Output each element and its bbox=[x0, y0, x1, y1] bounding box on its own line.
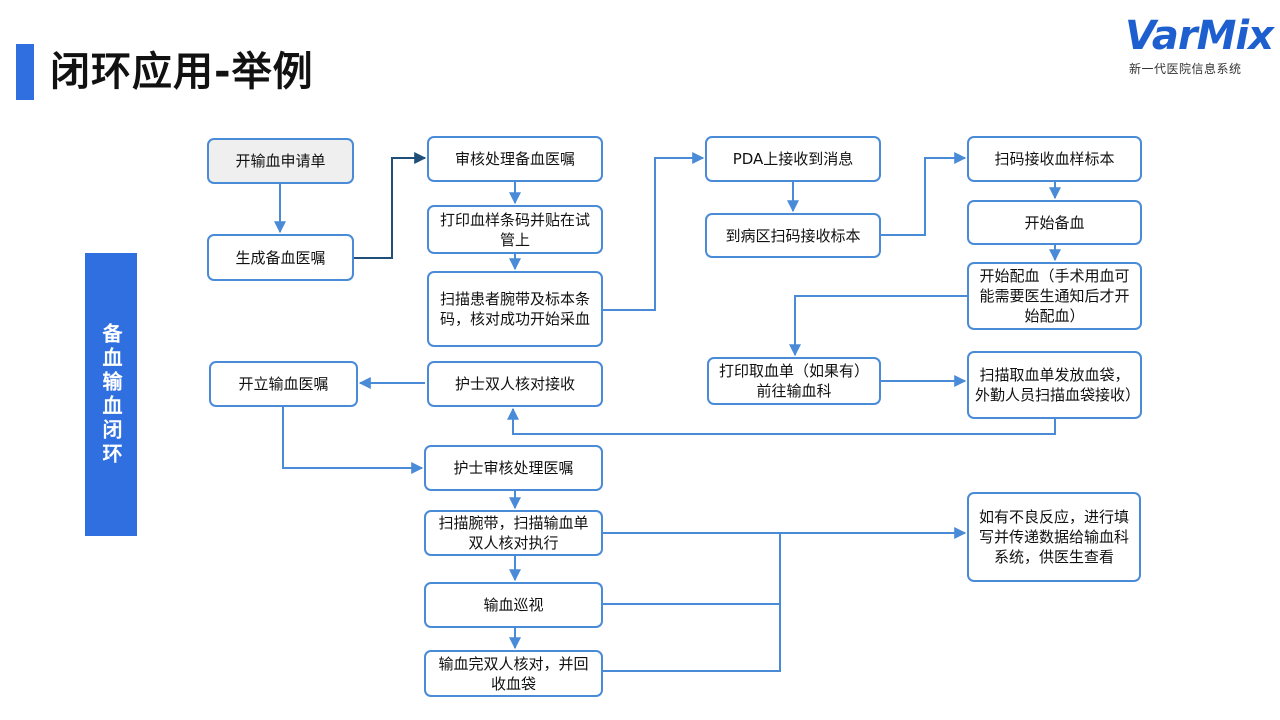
side-label: 备血输血闭环 bbox=[85, 253, 137, 536]
node-patrol: 输血巡视 bbox=[424, 582, 603, 628]
logo-subtitle: 新一代医院信息系统 bbox=[1129, 62, 1242, 76]
node-gen-order: 生成备血医嘱 bbox=[207, 234, 354, 281]
node-start-prep: 开始备血 bbox=[967, 200, 1142, 245]
node-print-barcode: 打印血样条码并贴在试管上 bbox=[427, 205, 603, 254]
title-accent-bar bbox=[16, 44, 34, 100]
node-scan-sample: 扫码接收血样标本 bbox=[967, 136, 1142, 182]
node-scan-execute: 扫描腕带，扫描输血单双人核对执行 bbox=[424, 510, 603, 556]
node-scan-patient: 扫描患者腕带及标本条码，核对成功开始采血 bbox=[427, 271, 603, 347]
node-review-order: 审核处理备血医嘱 bbox=[427, 136, 603, 182]
logo-wordmark: VarMix bbox=[1125, 13, 1274, 59]
arrow-gen-to-review bbox=[354, 152, 427, 259]
arrow-ward-to-scansample bbox=[881, 152, 967, 236]
brand-logo: VarMix 新一代医院信息系统 bbox=[1125, 13, 1274, 77]
node-open-transfusion: 开立输血医嘱 bbox=[209, 361, 358, 407]
node-nurse-double-receive: 护士双人核对接收 bbox=[427, 361, 603, 407]
arrow-scan-to-pda bbox=[603, 152, 705, 311]
node-ward-scan: 到病区扫码接收标本 bbox=[705, 213, 881, 258]
node-complete: 输血完双人核对，并回收血袋 bbox=[424, 650, 603, 697]
arrow-match-to-pickup bbox=[789, 295, 967, 357]
arrow-complete-to-adverse bbox=[603, 604, 781, 672]
node-adverse-reaction: 如有不良反应，进行填写并传递数据给输血科系统，供医生查看 bbox=[967, 492, 1141, 582]
node-pda-receive: PDA上接收到消息 bbox=[705, 136, 881, 182]
node-nurse-review: 护士审核处理医嘱 bbox=[424, 445, 603, 491]
node-start-request: 开输血申请单 bbox=[207, 138, 354, 184]
node-start-match: 开始配血（手术用血可能需要医生通知后才开始配血） bbox=[967, 262, 1142, 330]
page-title: 闭环应用-举例 bbox=[50, 49, 314, 95]
arrow-patrol-to-adverse bbox=[603, 533, 781, 605]
node-print-pickup: 打印取血单（如果有）前往输血科 bbox=[707, 357, 881, 405]
node-scan-pickup: 扫描取血单发放血袋，外勤人员扫描血袋接收） bbox=[967, 351, 1142, 419]
arrow-scanpickup-to-nurse bbox=[507, 407, 1056, 435]
arrow-open-to-review bbox=[282, 406, 424, 474]
